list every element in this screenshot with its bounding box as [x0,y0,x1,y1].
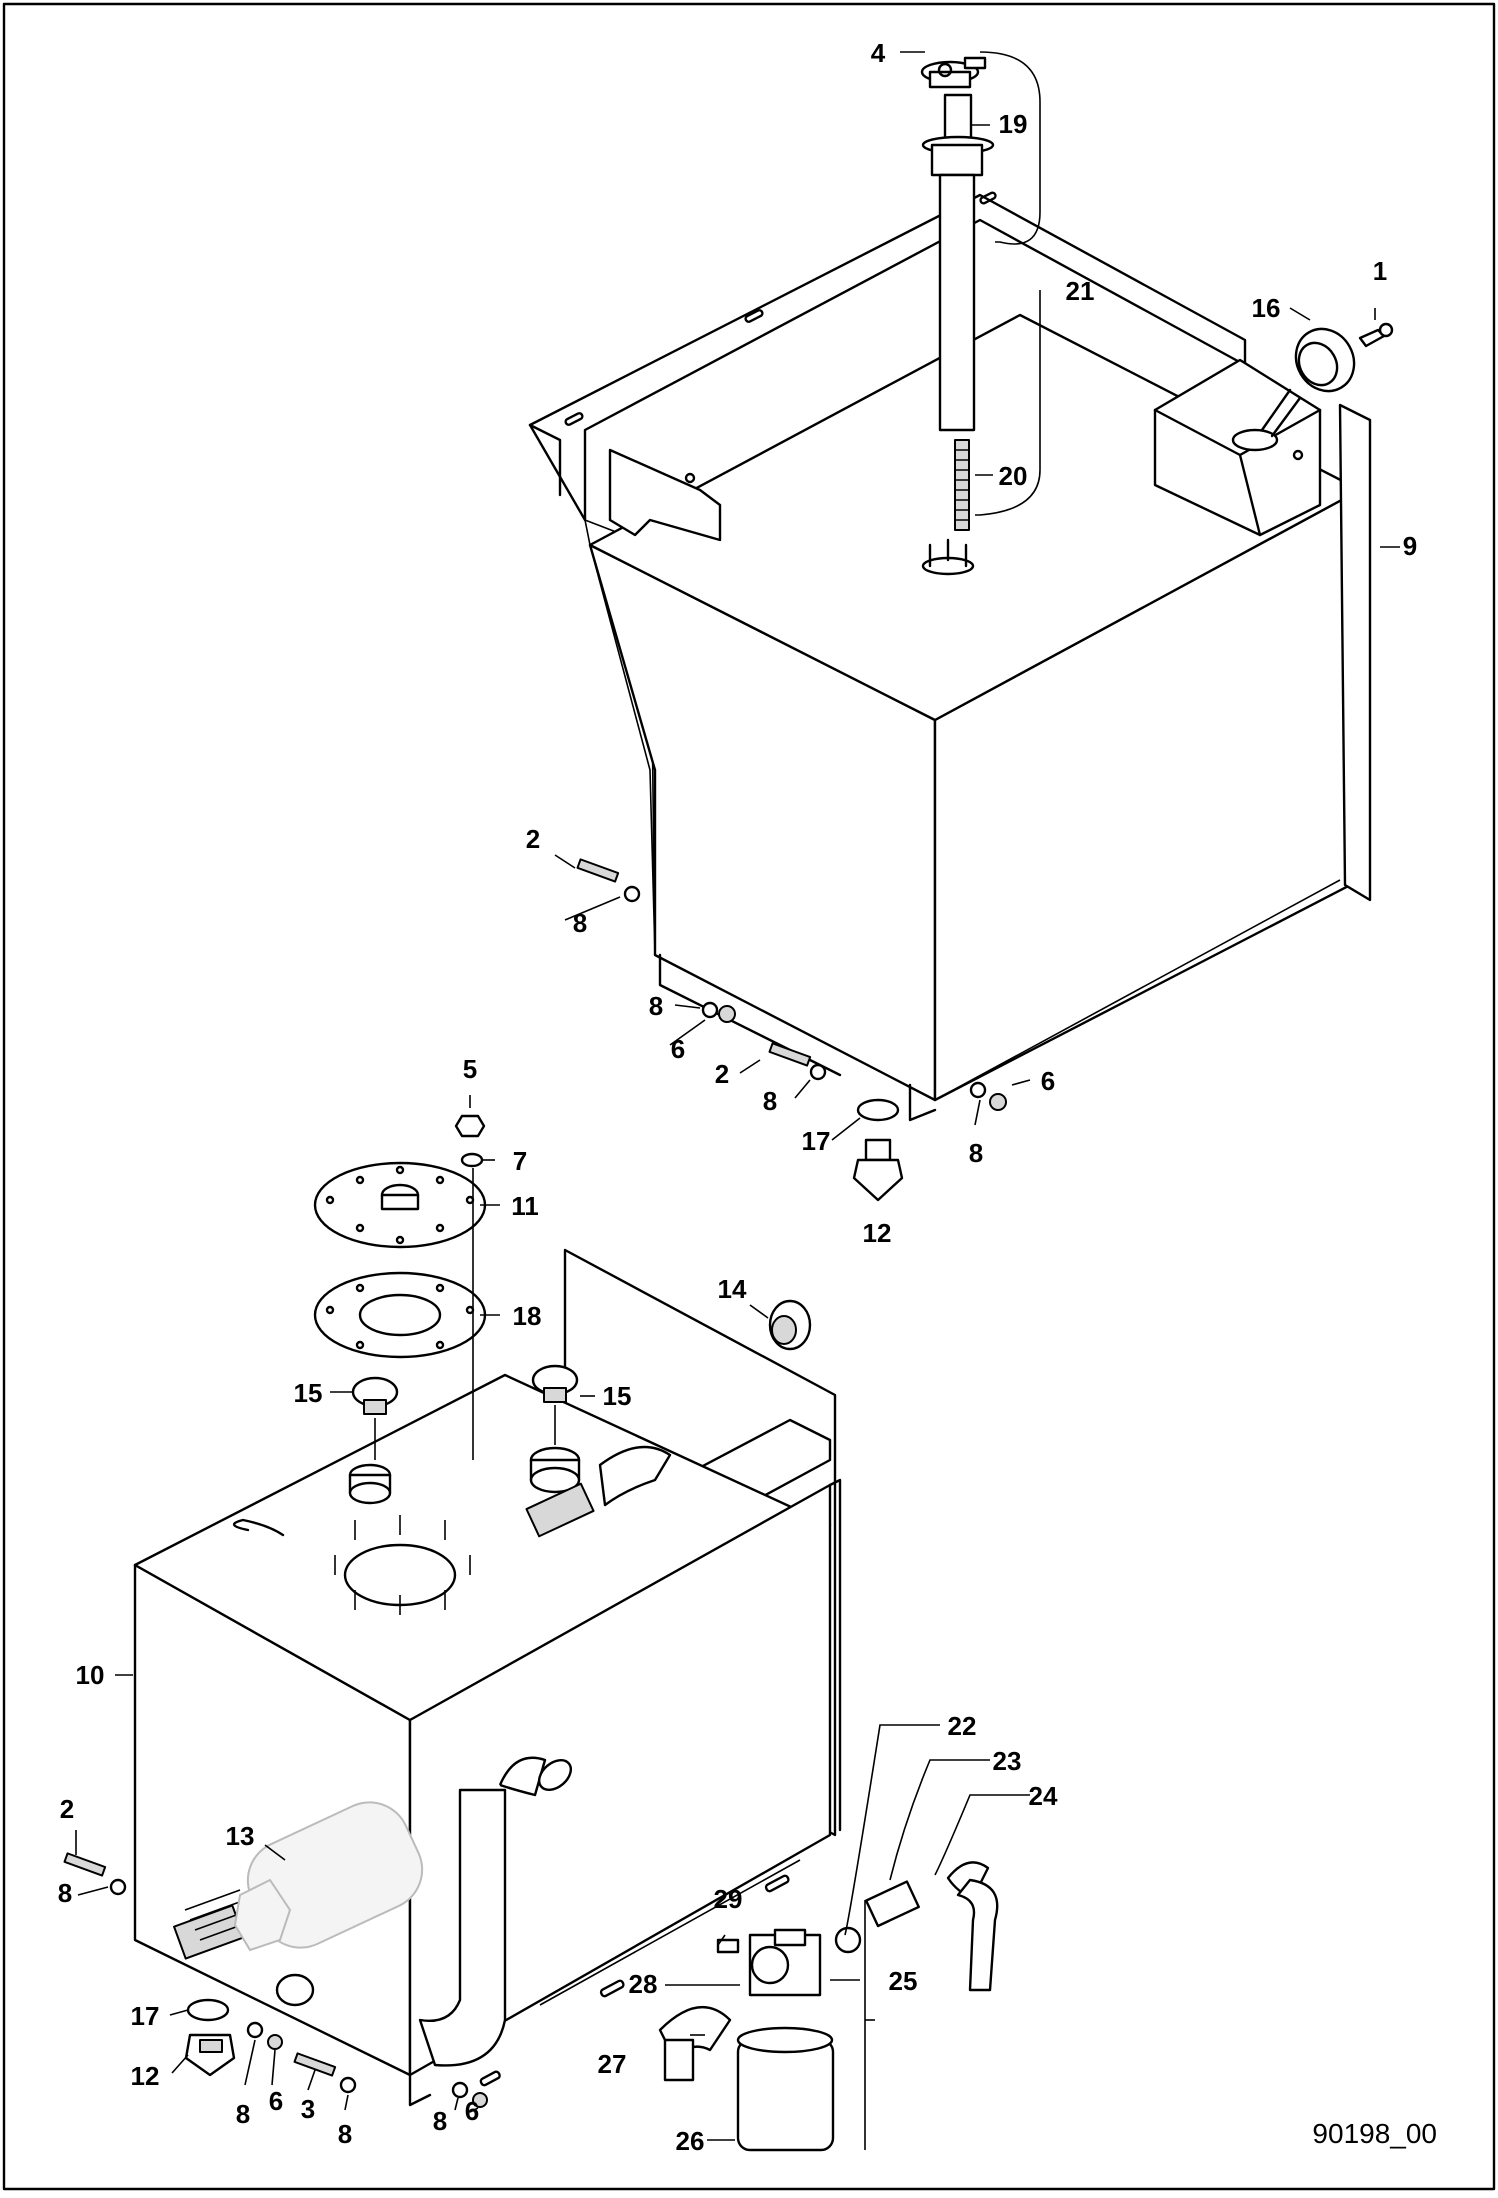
upper-fasteners [576,858,1007,1202]
callout-26: 26 [676,2126,705,2156]
callout-6b: 6 [1041,1066,1055,1096]
callout-6d: 6 [465,2096,479,2126]
callout-27: 27 [598,2049,627,2079]
fuel-cap [1260,322,1394,438]
callout-5: 5 [463,1054,477,1084]
callout-12b: 12 [131,2061,160,2091]
callout-8g: 8 [338,2119,352,2149]
callout-8d: 8 [969,1138,983,1168]
lower-hydraulic-tank [133,1248,842,2107]
callout-8f: 8 [236,2099,250,2129]
callout-21: 21 [1066,276,1095,306]
fuel-level-sender [920,56,995,576]
callout-labels: 1 2 2 2 3 4 5 6 6 6 6 7 8 8 8 8 8 8 8 8 … [58,38,1417,2156]
callout-6c: 6 [269,2086,283,2116]
callout-15a: 15 [294,1378,323,1408]
callout-12a: 12 [863,1218,892,1248]
callout-7: 7 [513,1146,527,1176]
callout-2c: 2 [60,1794,74,1824]
filter-element [233,1801,424,1952]
callout-24: 24 [1029,1781,1058,1811]
upper-fuel-tank [528,191,1372,1122]
callout-1: 1 [1373,256,1387,286]
callout-6a: 6 [671,1034,685,1064]
callout-13: 13 [226,1821,255,1851]
drawing-id: 90198_00 [1312,2118,1437,2149]
callout-8e: 8 [58,1878,72,1908]
callout-10: 10 [76,1660,105,1690]
callout-9: 9 [1403,531,1417,561]
callout-11: 11 [511,1191,539,1221]
callout-8c: 8 [763,1086,777,1116]
cover-plate [313,1161,487,1249]
callout-14: 14 [718,1274,747,1304]
callout-8b: 8 [649,991,663,1021]
callout-8a: 8 [573,908,587,938]
callout-23: 23 [993,1746,1022,1776]
callout-17a: 17 [802,1126,831,1156]
callout-2b: 2 [715,1059,729,1089]
callout-18: 18 [513,1301,542,1331]
callout-17b: 17 [131,2001,160,2031]
callout-28: 28 [629,1969,658,1999]
callout-8h: 8 [433,2106,447,2136]
callout-22: 22 [948,1711,977,1741]
callout-25: 25 [889,1966,918,1996]
suction-filter-assembly [658,1861,999,2152]
callout-15b: 15 [603,1381,632,1411]
callout-29: 29 [714,1884,743,1914]
callout-19: 19 [999,109,1028,139]
callout-4: 4 [871,38,886,68]
gasket [313,1271,487,1359]
callout-20: 20 [999,461,1028,491]
callout-2a: 2 [526,824,540,854]
lower-fasteners [63,1852,488,2108]
leader-lines [75,51,1400,2150]
plugs-and-small-parts [351,1114,812,1415]
callout-16: 16 [1252,293,1281,323]
callout-3: 3 [301,2094,315,2124]
